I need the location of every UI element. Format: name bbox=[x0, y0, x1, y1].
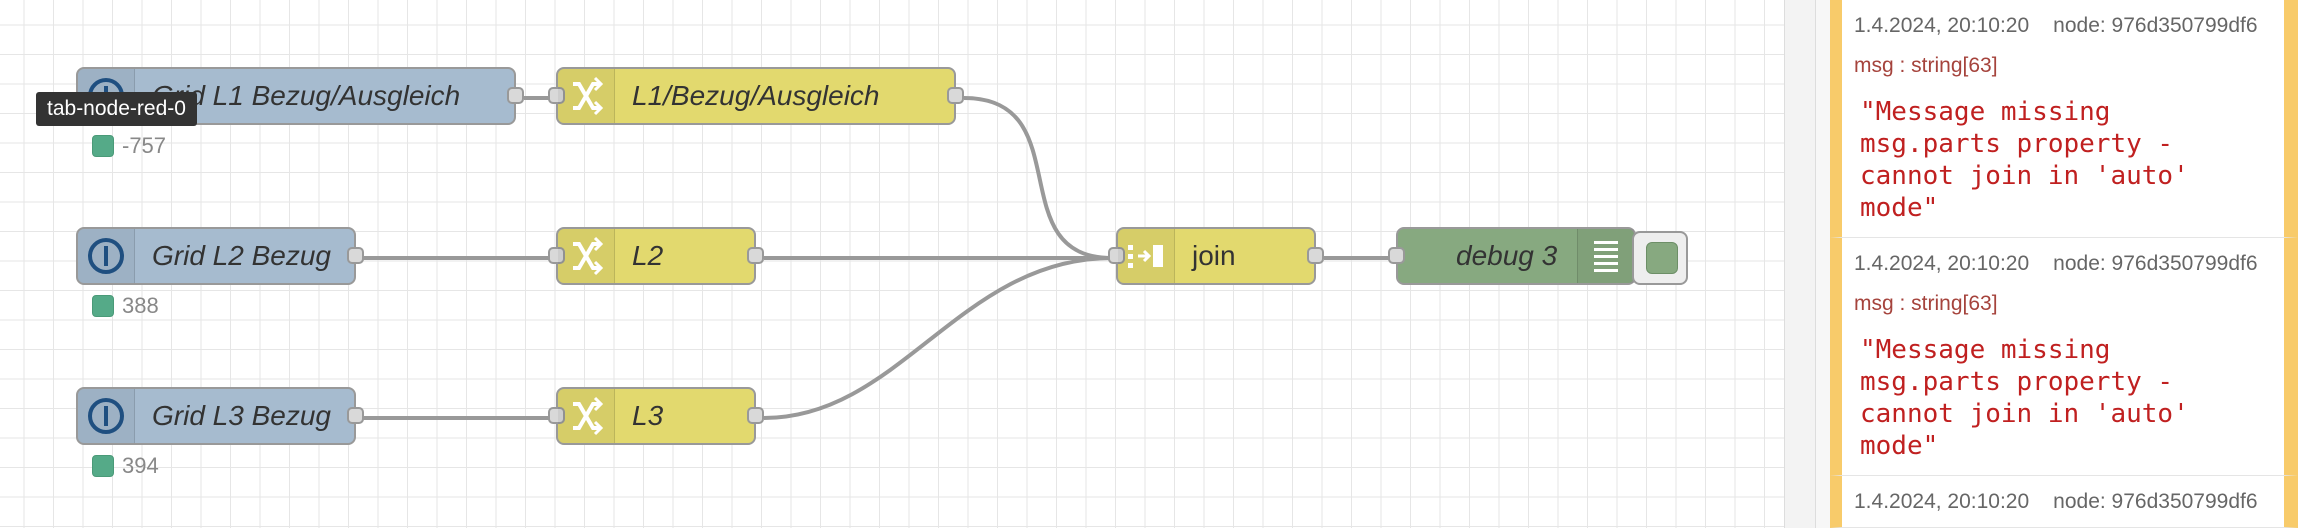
iobroker-icon bbox=[78, 229, 135, 283]
debug-sidebar: 1.4.2024, 20:10:20 node: 976d350799df6 ms… bbox=[1816, 0, 2298, 528]
debug-message[interactable]: 1.4.2024, 20:10:20 node: 976d350799df6 bbox=[1830, 476, 2298, 528]
debug-message-type: msg : string[63] bbox=[1854, 54, 1998, 77]
node-label: L2 bbox=[632, 240, 664, 271]
debug-toggle-indicator bbox=[1646, 242, 1678, 274]
node-label: Grid L1 Bezug/Ausgleich bbox=[152, 80, 461, 111]
input-port[interactable] bbox=[1108, 247, 1125, 264]
status-text: 388 bbox=[122, 293, 159, 318]
join-icon bbox=[1118, 229, 1175, 283]
node-tooltip: tab-node-red-0 bbox=[36, 92, 197, 126]
debug-message-node-link[interactable]: node: 976d350799df6 bbox=[2053, 252, 2258, 275]
debug-message-timestamp: 1.4.2024, 20:10:20 bbox=[1854, 14, 2030, 37]
node-status-grid-l2: 388 bbox=[92, 293, 159, 319]
debug-toggle-button[interactable] bbox=[1632, 231, 1688, 285]
flow-workspace[interactable]: Grid L1 Bezug/Ausgleich -757 Grid L2 Bez… bbox=[0, 0, 1784, 528]
wire-change-l1-to-join[interactable] bbox=[963, 96, 1113, 260]
node-label: Grid L3 Bezug bbox=[152, 400, 331, 431]
flow-wires bbox=[356, 96, 1394, 420]
status-dot bbox=[92, 295, 114, 317]
shuffle-icon bbox=[558, 229, 615, 283]
debug-message[interactable]: 1.4.2024, 20:10:20 node: 976d350799df6 ms… bbox=[1830, 0, 2298, 238]
status-text: 394 bbox=[122, 453, 159, 478]
debug-message-meta: 1.4.2024, 20:10:20 node: 976d350799df6 bbox=[1854, 252, 2258, 276]
input-port[interactable] bbox=[1388, 247, 1405, 264]
output-port[interactable] bbox=[747, 247, 764, 264]
shuffle-icon bbox=[558, 69, 615, 123]
debug-message-node-link[interactable]: node: 976d350799df6 bbox=[2053, 490, 2258, 513]
status-dot bbox=[92, 135, 114, 157]
input-port[interactable] bbox=[548, 87, 565, 104]
node-change-l3[interactable]: L3 bbox=[548, 387, 764, 445]
node-grid-l2[interactable]: Grid L2 Bezug bbox=[76, 227, 364, 285]
debug-message-timestamp: 1.4.2024, 20:10:20 bbox=[1854, 490, 2030, 513]
debug-message[interactable]: 1.4.2024, 20:10:20 node: 976d350799df6 ms… bbox=[1830, 238, 2298, 476]
output-port[interactable] bbox=[1307, 247, 1324, 264]
node-grid-l3[interactable]: Grid L3 Bezug bbox=[76, 387, 364, 445]
node-join[interactable]: join bbox=[1108, 227, 1324, 285]
debug-list-icon bbox=[1577, 229, 1634, 283]
node-label: join bbox=[1192, 240, 1236, 271]
shuffle-icon bbox=[558, 389, 615, 443]
node-status-grid-l3: 394 bbox=[92, 453, 159, 479]
output-port[interactable] bbox=[947, 87, 964, 104]
debug-message-payload[interactable]: "Message missing msg.parts property - ca… bbox=[1860, 335, 2189, 461]
status-text: -757 bbox=[122, 133, 167, 158]
sidebar-resize-handle[interactable] bbox=[1784, 0, 1816, 528]
debug-message-meta: 1.4.2024, 20:10:20 node: 976d350799df6 bbox=[1854, 490, 2258, 514]
node-label: Grid L2 Bezug bbox=[152, 240, 331, 271]
debug-message-payload[interactable]: "Message missing msg.parts property - ca… bbox=[1860, 97, 2189, 223]
iobroker-icon bbox=[78, 389, 135, 443]
debug-message-node-link[interactable]: node: 976d350799df6 bbox=[2053, 14, 2258, 37]
wire-change-l3-to-join[interactable] bbox=[763, 256, 1113, 420]
node-status-grid-l1: -757 bbox=[92, 133, 166, 159]
node-debug[interactable]: debug 3 bbox=[1388, 227, 1636, 285]
output-port[interactable] bbox=[747, 407, 764, 424]
debug-message-meta: 1.4.2024, 20:10:20 node: 976d350799df6 bbox=[1854, 14, 2258, 38]
node-label: L1/Bezug/Ausgleich bbox=[632, 80, 880, 111]
node-change-l1[interactable]: L1/Bezug/Ausgleich bbox=[548, 67, 964, 125]
node-label: debug 3 bbox=[1456, 240, 1558, 271]
node-change-l2[interactable]: L2 bbox=[548, 227, 764, 285]
output-port[interactable] bbox=[507, 87, 524, 104]
input-port[interactable] bbox=[548, 407, 565, 424]
status-dot bbox=[92, 455, 114, 477]
debug-message-timestamp: 1.4.2024, 20:10:20 bbox=[1854, 252, 2030, 275]
node-label: L3 bbox=[632, 400, 664, 431]
input-port[interactable] bbox=[548, 247, 565, 264]
output-port[interactable] bbox=[347, 247, 364, 264]
debug-message-type: msg : string[63] bbox=[1854, 292, 1998, 315]
output-port[interactable] bbox=[347, 407, 364, 424]
